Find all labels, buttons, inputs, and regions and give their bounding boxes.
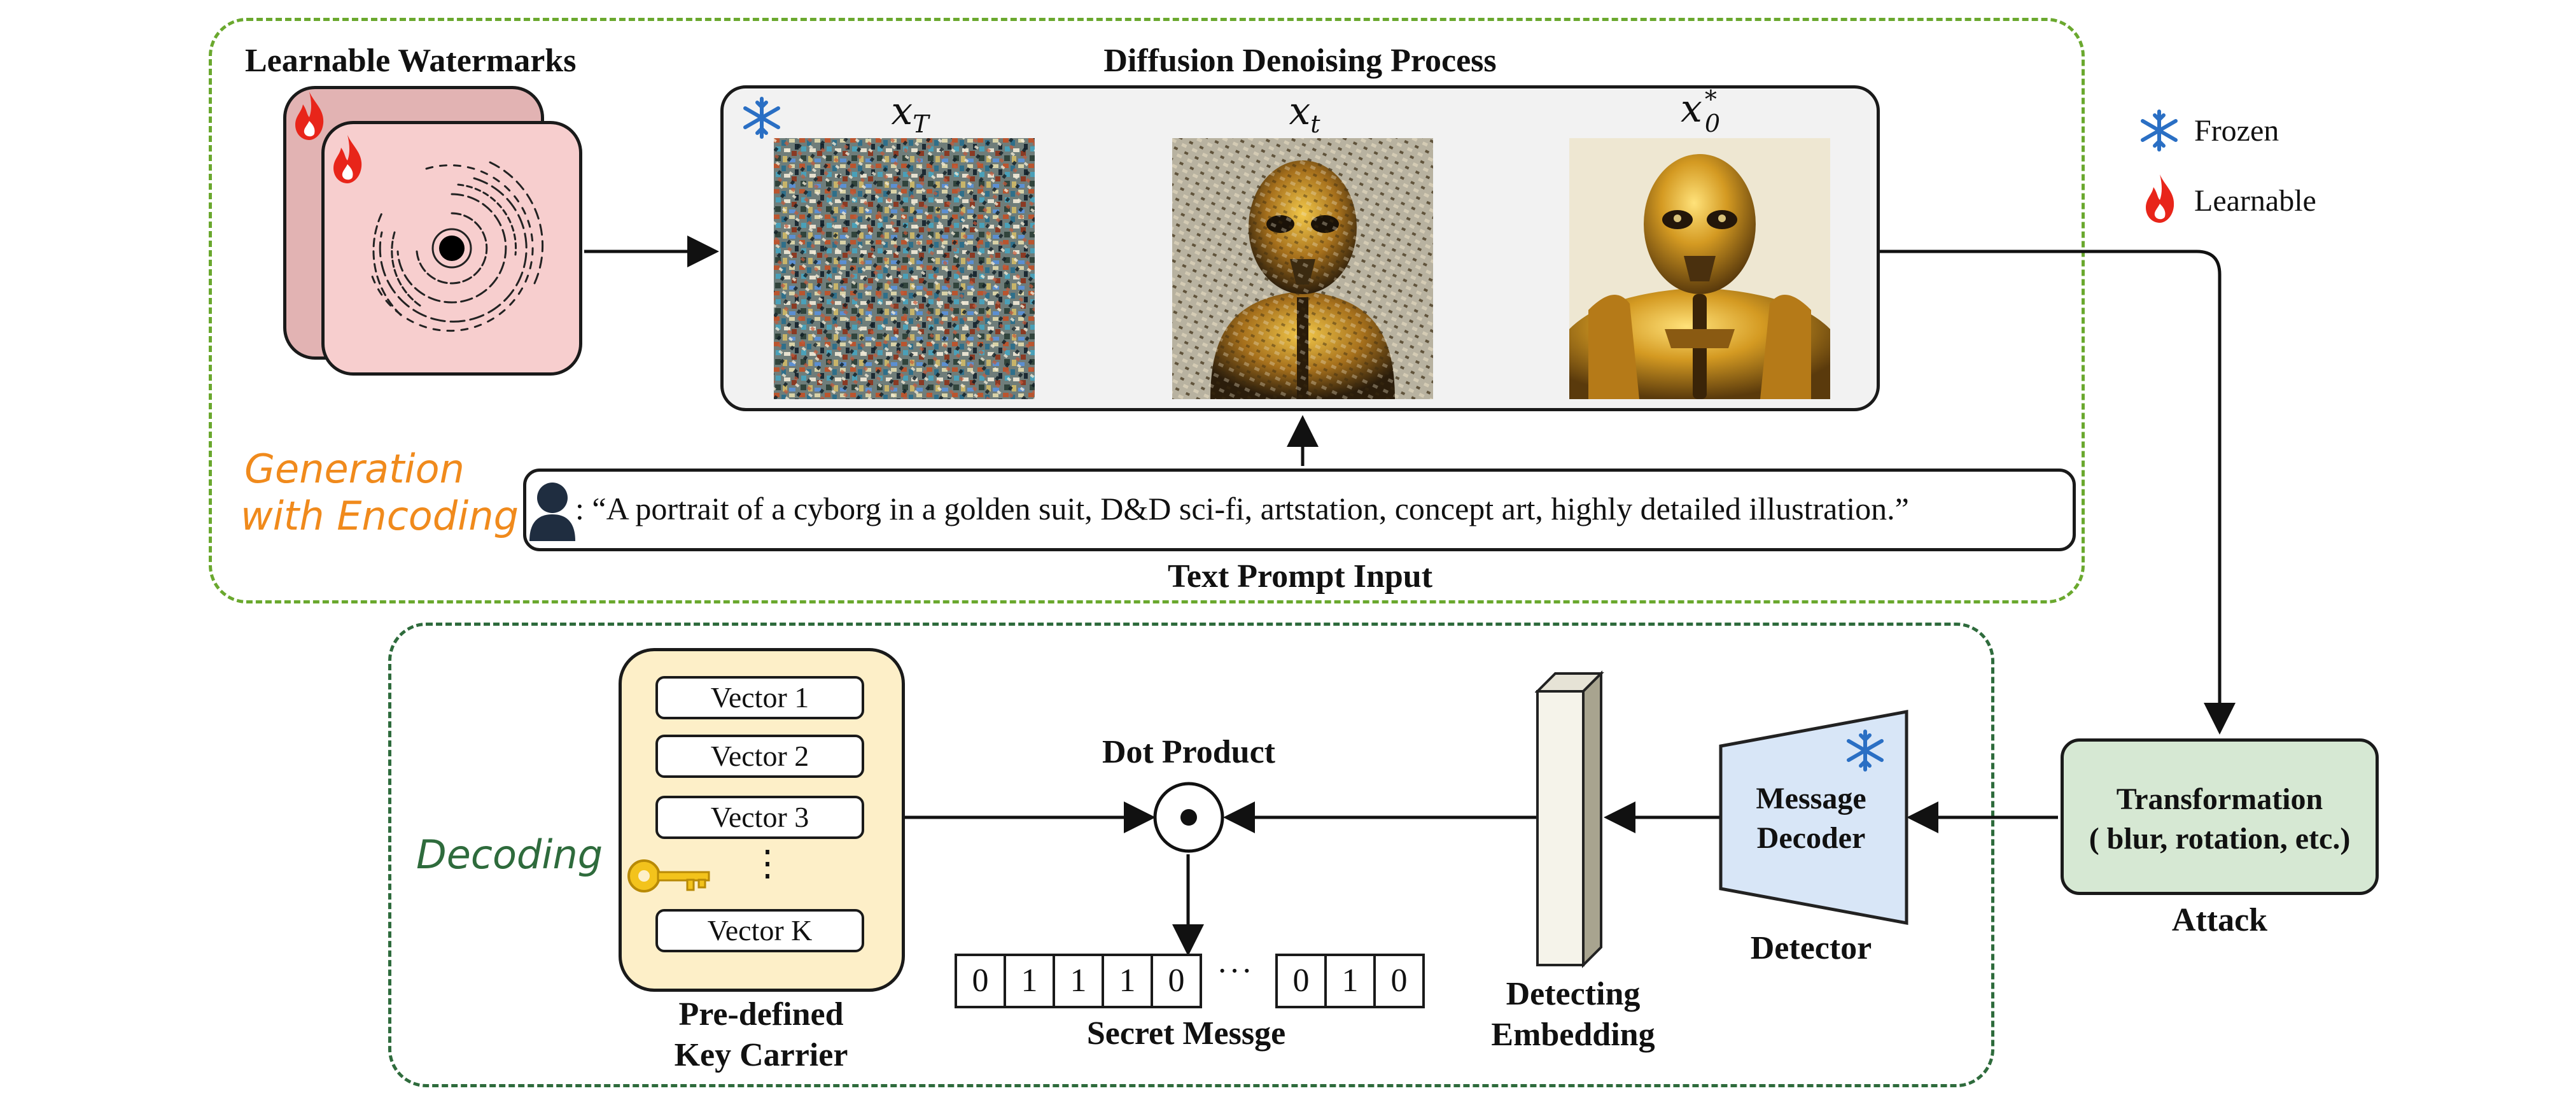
attack-label: Attack xyxy=(2171,902,2268,938)
vector-k: Vector K xyxy=(655,909,864,952)
intermediate-image xyxy=(1172,138,1433,399)
bit-cell: 0 xyxy=(1168,962,1185,999)
transformation-box: Transformation ( blur, rotation, etc.) xyxy=(2061,738,2379,895)
flame-icon xyxy=(333,135,362,183)
encoding-region-label: Generation with Encoding xyxy=(241,446,519,539)
prompt-text: : “A portrait of a cyborg in a golden su… xyxy=(575,491,1909,526)
vector-3: Vector 3 xyxy=(655,796,864,839)
arrow-output-to-attack xyxy=(1880,250,2236,735)
bit-cell: 0 xyxy=(1278,956,1327,1006)
noise-stage-label: xT xyxy=(891,89,929,138)
key-carrier-label: Pre-defined Key Carrier xyxy=(674,996,848,1073)
legend-learnable-label: Learnable xyxy=(2194,184,2316,218)
flame-icon xyxy=(2146,174,2174,223)
bit-cell: 0 xyxy=(1390,962,1408,999)
embedding-label: Detecting Embedding xyxy=(1491,976,1655,1053)
encoding-region xyxy=(209,18,2085,603)
decoding-region xyxy=(388,623,1994,1087)
secret-message-label: Secret Messge xyxy=(1086,1015,1286,1052)
decoding-region-label: Decoding xyxy=(416,831,603,878)
prompt-title: Text Prompt Input xyxy=(1167,558,1433,595)
bit-cell: 1 xyxy=(1055,956,1104,1006)
vector-2: Vector 2 xyxy=(655,735,864,778)
noise-image xyxy=(774,138,1035,399)
bit-cell: 1 xyxy=(1006,956,1055,1006)
snowflake-icon xyxy=(1847,730,1884,772)
flame-icon xyxy=(295,92,324,140)
detecting-embedding-bar xyxy=(1535,670,1604,968)
message-decoder-label: Message Decoder xyxy=(1756,782,1866,855)
diffusion-title: Diffusion Denoising Process xyxy=(1103,43,1497,79)
secret-bits-left: 0 1 1 1 0 xyxy=(955,954,1202,1008)
final-image xyxy=(1569,138,1830,399)
dot-product-title: Dot Product xyxy=(1102,734,1276,770)
watermarks-title: Learnable Watermarks xyxy=(245,43,577,79)
vector-ellipsis: ⋮ xyxy=(750,844,785,884)
intermediate-stage-label: xt xyxy=(1289,89,1320,138)
text-prompt-box[interactable] xyxy=(523,469,2076,551)
detector-label: Detector xyxy=(1750,930,1872,966)
bit-cell: 0 xyxy=(957,956,1006,1006)
snowflake-icon xyxy=(2141,109,2178,152)
bits-ellipsis: ··· xyxy=(1217,953,1254,989)
watermark-swirl-pattern xyxy=(369,161,544,332)
user-icon xyxy=(529,483,575,541)
key-icon xyxy=(627,859,710,892)
dot-product-operator xyxy=(1153,782,1224,853)
final-stage-label: x*0 xyxy=(1680,85,1721,138)
watermark-card-front xyxy=(321,121,582,376)
vector-1: Vector 1 xyxy=(655,676,864,719)
snowflake-icon xyxy=(743,97,780,139)
secret-bits-right: 0 1 0 xyxy=(1275,954,1425,1008)
bit-cell: 1 xyxy=(1327,956,1376,1006)
bit-cell: 1 xyxy=(1104,956,1153,1006)
legend-frozen-label: Frozen xyxy=(2194,114,2279,148)
